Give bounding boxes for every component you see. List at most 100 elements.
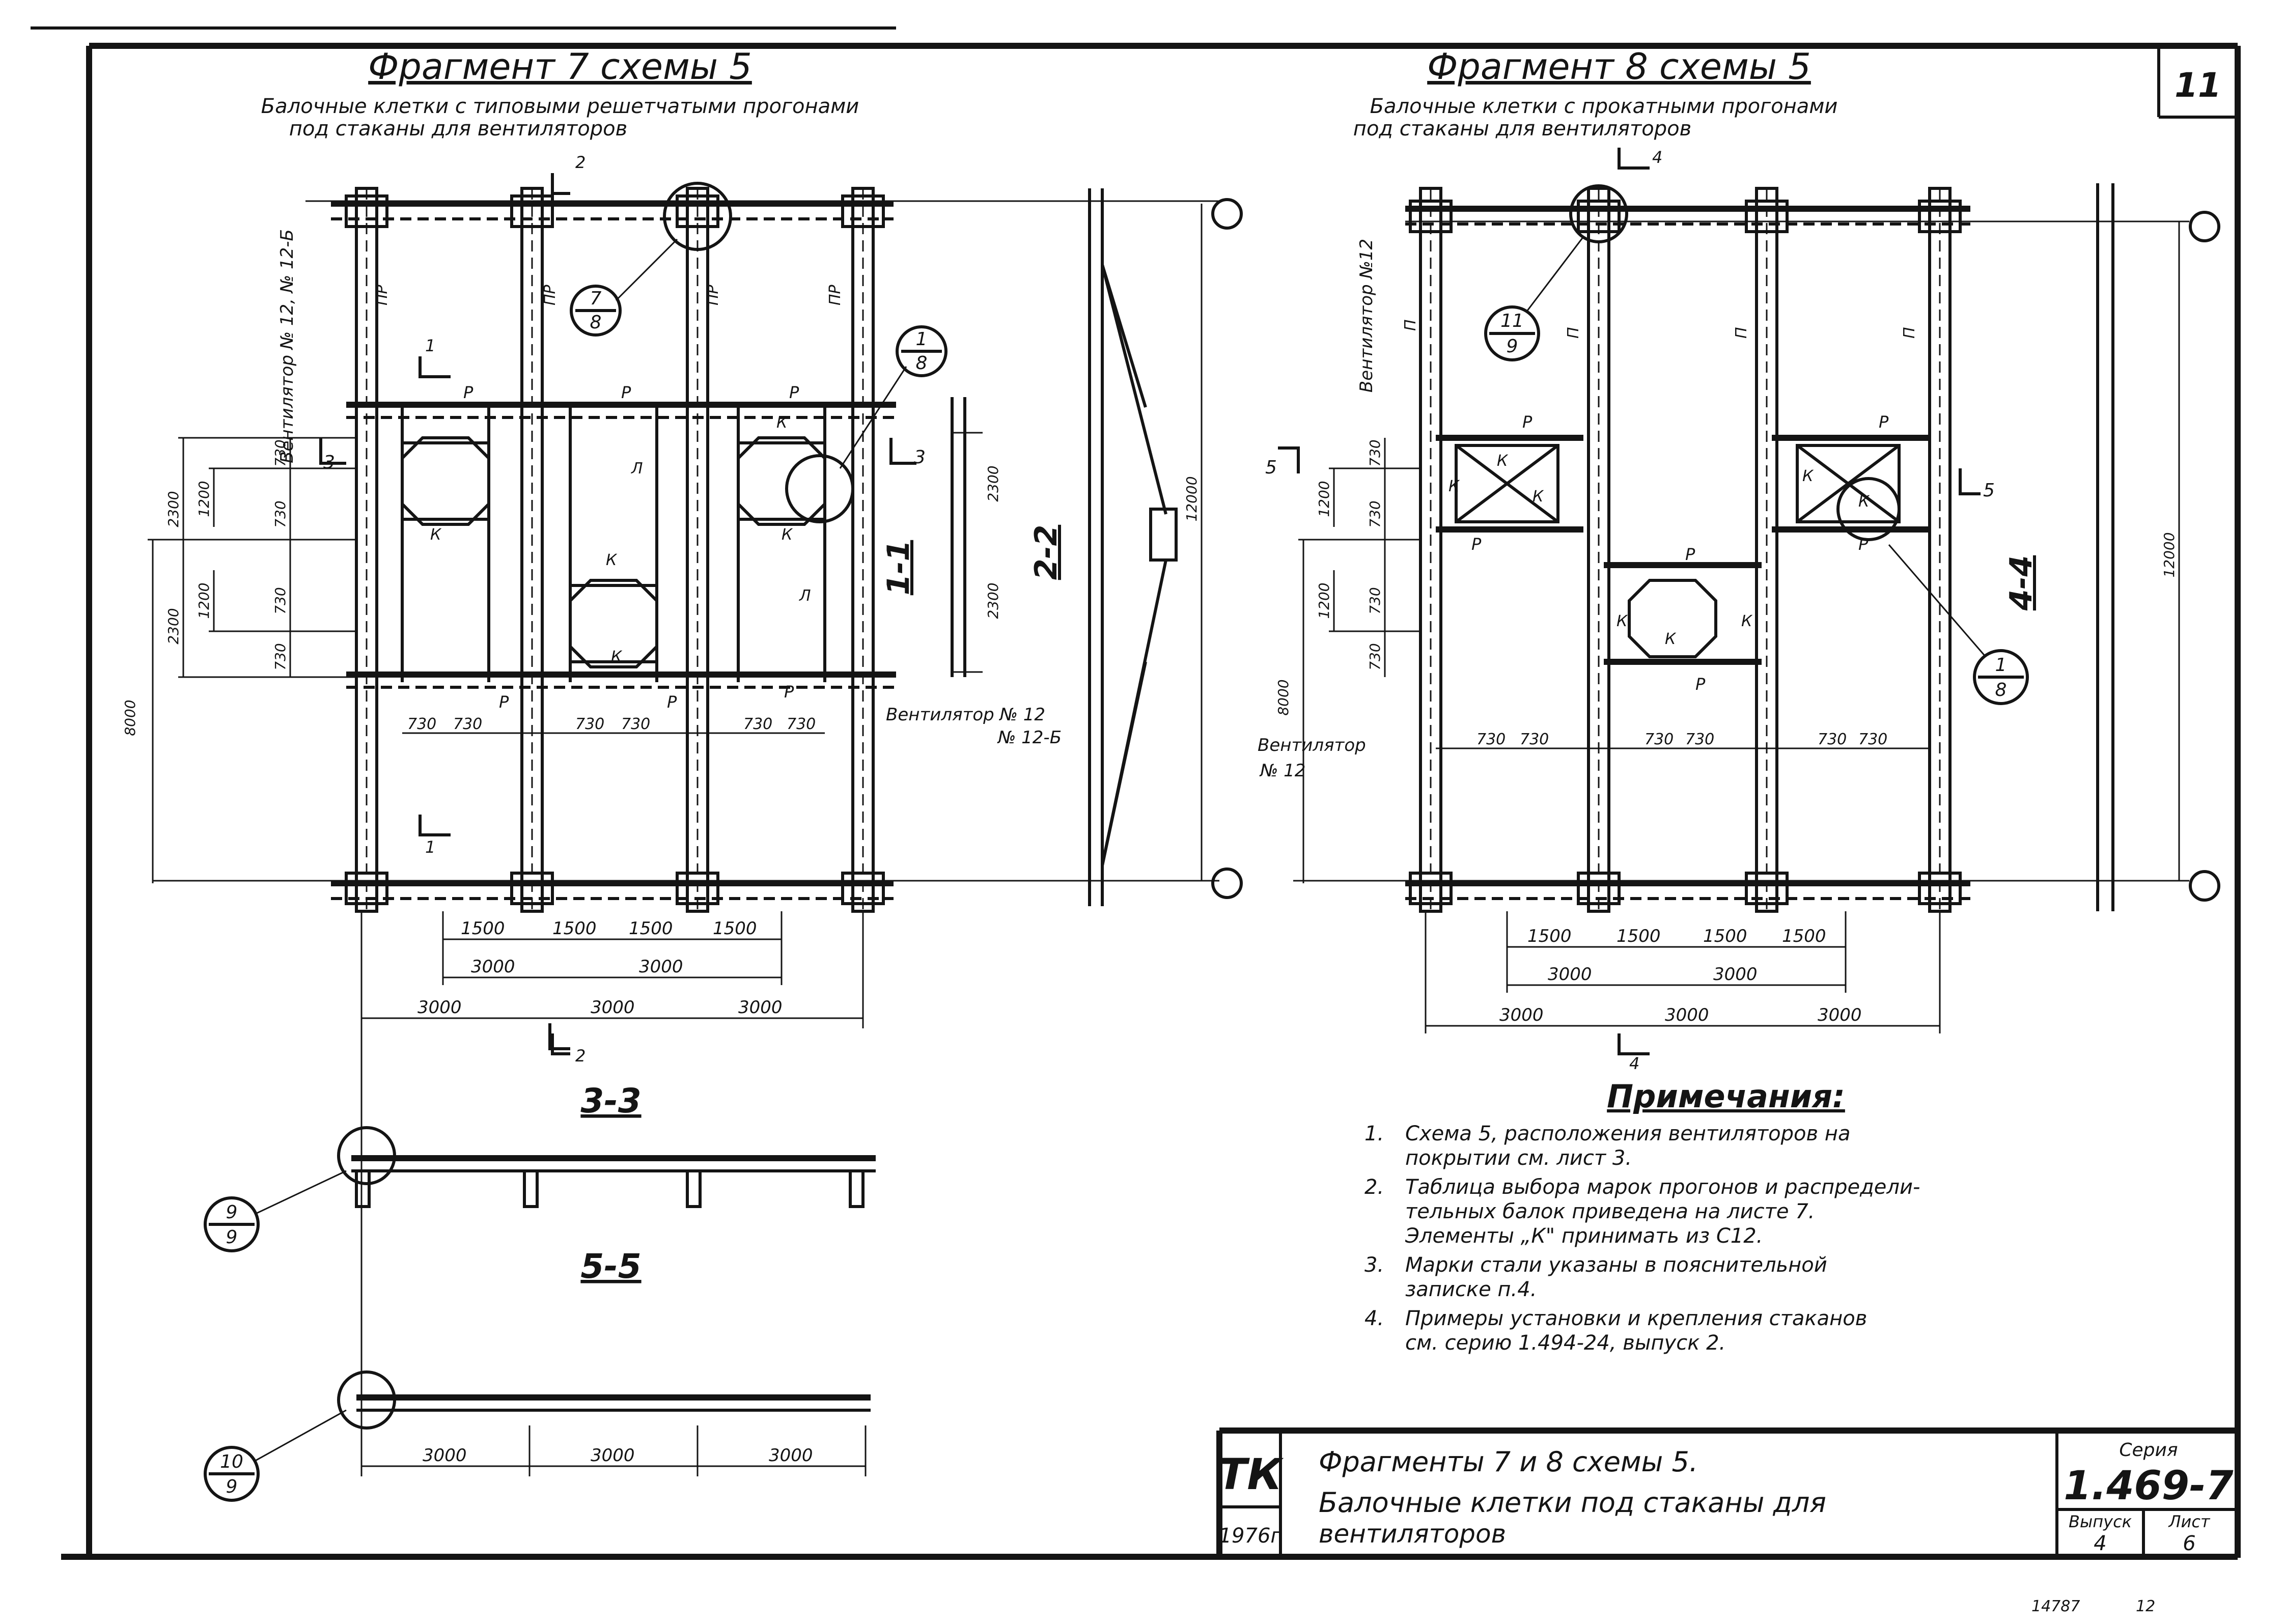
element-label-l: Л bbox=[631, 460, 643, 478]
fragment-7-subtitle-1: Балочные клетки с типовыми решетчатыми п… bbox=[261, 95, 859, 118]
node-callout: 1 8 bbox=[839, 325, 948, 469]
note-line: Таблица выбора марок прогонов и распреде… bbox=[1405, 1175, 1920, 1199]
fragment-8-vent-openings bbox=[1436, 435, 1930, 665]
dimension: 12000 bbox=[2161, 532, 2178, 577]
beam-label-p: Р bbox=[1685, 545, 1695, 564]
svg-text:10: 10 bbox=[220, 1451, 243, 1472]
element-label-l: Л bbox=[799, 587, 811, 605]
list-value: 6 bbox=[2183, 1532, 2195, 1555]
beam-label-p: Р bbox=[621, 383, 631, 402]
node-callout: 9 9 bbox=[204, 1170, 347, 1252]
beam-label-p: Р bbox=[499, 692, 509, 712]
note-line: см. серию 1.494-24, выпуск 2. bbox=[1405, 1331, 1725, 1355]
dimension: 730 bbox=[272, 587, 289, 614]
dimension: 730 bbox=[453, 715, 482, 733]
dimension: 1500 bbox=[1617, 926, 1661, 946]
dimension: 730 bbox=[621, 715, 650, 733]
bottom-code: 14787 bbox=[2031, 1598, 2080, 1615]
dimension: 2300 bbox=[165, 491, 182, 527]
sheet-title-3: вентиляторов bbox=[1319, 1519, 1506, 1549]
note-number: 4. bbox=[1364, 1307, 1384, 1330]
svg-text:8: 8 bbox=[916, 353, 928, 374]
section-mark: 1 bbox=[425, 336, 435, 355]
dimension: 730 bbox=[787, 715, 816, 733]
element-label-k: К bbox=[1497, 452, 1509, 470]
vypusk-value: 4 bbox=[2094, 1532, 2106, 1555]
beam-label-p: Р bbox=[1879, 412, 1889, 432]
dimension: 730 bbox=[1367, 439, 1383, 466]
dimension: 3000 bbox=[639, 957, 683, 977]
dimension: 2300 bbox=[165, 608, 182, 644]
dimension: 3000 bbox=[1499, 1005, 1544, 1025]
fragment-7: Фрагмент 7 схемы 5 Балочные клетки с тип… bbox=[148, 46, 1243, 1055]
node-callout: 1 8 bbox=[1888, 544, 2029, 705]
seria-value: 1.469-7 bbox=[2064, 1463, 2234, 1509]
dimension: 1200 bbox=[196, 582, 212, 619]
fragment-8-subtitle-2: под стаканы для вентиляторов bbox=[1353, 117, 1691, 141]
svg-text:1: 1 bbox=[916, 329, 928, 350]
dimension: 1500 bbox=[629, 918, 673, 939]
fragment-7-subtitle-2: под стаканы для вентиляторов bbox=[289, 117, 627, 141]
element-label-k: К bbox=[782, 526, 793, 544]
section-5-5-label: 5-5 bbox=[580, 1247, 641, 1286]
note-line: Элементы „К" принимать из С12. bbox=[1405, 1224, 1763, 1248]
section-mark: 4 bbox=[1629, 1054, 1639, 1073]
section-2-2-label: 2-2 bbox=[1028, 525, 1064, 580]
dimension: 3000 bbox=[1665, 1005, 1709, 1025]
fragment-8-subtitle-1: Балочные клетки с прокатными прогонами bbox=[1370, 95, 1838, 118]
dimension: 2300 bbox=[985, 582, 1001, 619]
dimension: 730 bbox=[407, 715, 436, 733]
dimension: 730 bbox=[1367, 643, 1383, 670]
note-line: Схема 5, расположения вентиляторов на bbox=[1405, 1122, 1850, 1145]
dimension: 1500 bbox=[461, 918, 505, 939]
element-label-k: К bbox=[1802, 467, 1814, 485]
sheet-title-2: Балочные клетки под стаканы для bbox=[1319, 1487, 1826, 1519]
note-line: записке п.4. bbox=[1405, 1278, 1537, 1301]
section-mark: 3 bbox=[323, 452, 335, 473]
section-mark: 3 bbox=[914, 447, 926, 468]
section-mark: 4 bbox=[1652, 148, 1662, 167]
dimension: 1500 bbox=[713, 918, 757, 939]
notes-title: Примечания: bbox=[1607, 1078, 1845, 1115]
svg-text:9: 9 bbox=[226, 1202, 238, 1223]
node-callout: 11 9 bbox=[1484, 236, 1584, 361]
element-label-k: К bbox=[430, 526, 442, 544]
dimension: 3000 bbox=[1713, 964, 1758, 985]
svg-text:9: 9 bbox=[226, 1227, 238, 1248]
element-label-k: К bbox=[1741, 612, 1753, 630]
section-mark: 1 bbox=[425, 837, 435, 857]
section-mark: 5 bbox=[1265, 457, 1277, 478]
dimension: 3000 bbox=[591, 1445, 635, 1466]
dimension: 730 bbox=[1476, 731, 1506, 748]
purlin-label: ПР bbox=[541, 284, 559, 305]
beam-label-p: Р bbox=[789, 383, 799, 402]
vypusk-label: Выпуск bbox=[2069, 1512, 2132, 1531]
dimension: 3000 bbox=[591, 997, 635, 1018]
element-label-k: К bbox=[1617, 612, 1628, 630]
dimension: 730 bbox=[272, 500, 289, 527]
fragment-8-vent-left-label-1: Вентилятор bbox=[1258, 735, 1366, 755]
dimension: 730 bbox=[272, 643, 289, 670]
beam-label-p: Р bbox=[1858, 535, 1869, 554]
element-label-k: К bbox=[606, 551, 618, 569]
fragment-7-title: Фрагмент 7 схемы 5 bbox=[368, 46, 752, 88]
dimension: 3000 bbox=[1818, 1005, 1862, 1025]
notes: Примечания: 1. Схема 5, расположения вен… bbox=[1364, 1078, 1920, 1355]
fragment-8-vent-vertical-label: Вентилятор №12 bbox=[1356, 239, 1377, 393]
list-label: Лист bbox=[2168, 1512, 2210, 1531]
node-callout: 7 8 bbox=[570, 238, 678, 337]
beam-label-p: Р bbox=[1471, 535, 1482, 554]
seria-label: Серия bbox=[2119, 1440, 2178, 1461]
dimension: 1500 bbox=[552, 918, 597, 939]
note-line: Примеры установки и крепления стаканов bbox=[1405, 1307, 1867, 1330]
element-label-k: К bbox=[1665, 630, 1677, 648]
dimension: 1200 bbox=[1316, 481, 1332, 517]
node-callout: 10 9 bbox=[204, 1409, 347, 1502]
purlin-label: ПР bbox=[704, 284, 722, 305]
section-mark: 2 bbox=[575, 153, 586, 172]
dimension: 1200 bbox=[1316, 582, 1332, 619]
fragment-8-title: Фрагмент 8 схемы 5 bbox=[1427, 46, 1811, 88]
purlin-label: П bbox=[1565, 327, 1582, 339]
beam-label-p: Р bbox=[463, 383, 473, 402]
